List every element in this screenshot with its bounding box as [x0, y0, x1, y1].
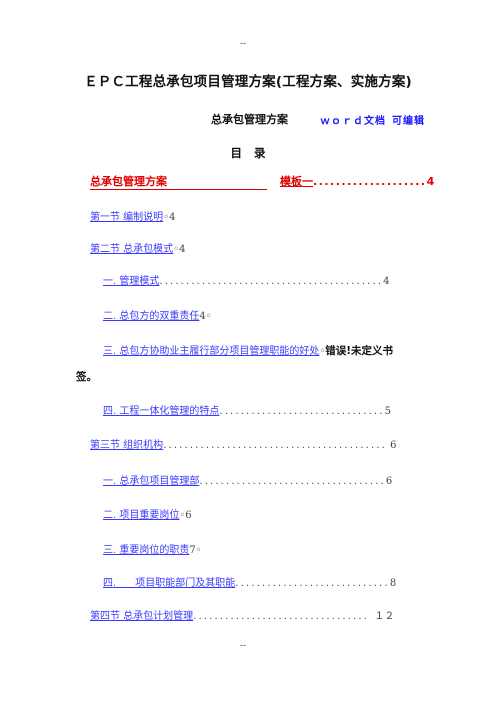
word-document-label: ｗｏｒｄ文档 — [320, 116, 386, 127]
footer-marker: -- — [240, 641, 247, 651]
editable-label: 可编辑 — [392, 116, 425, 127]
toc-entry-page: ◦4 — [173, 244, 186, 255]
toc-entry-dots: ........................................… — [159, 276, 384, 287]
toc-entry-page: 6 — [385, 476, 393, 487]
toc-entry-page: 7◦ — [189, 545, 202, 556]
toc-entry-label[interactable]: 第四节 总承包计划管理 — [90, 611, 194, 622]
template-dots: .................... — [313, 175, 427, 188]
toc-entry-2-4[interactable]: 四. 工程一体化管理的特点...........................… — [103, 402, 391, 417]
toc-entry-section-4[interactable]: 第四节 总承包计划管理.............................… — [90, 607, 394, 622]
toc-red-line-left[interactable]: 总承包管理方案 — [90, 173, 267, 190]
toc-heading: 目录 — [230, 146, 278, 160]
toc-entry-page: 4◦ — [199, 311, 212, 322]
toc-entry-dots: ............................... — [219, 406, 385, 417]
toc-entry-page: １２ — [374, 611, 395, 622]
toc-entry-section-2[interactable]: 第二节 总承包模式◦4 — [90, 240, 185, 255]
toc-entry-3-3[interactable]: 三. 重要岗位的职责7◦ — [103, 541, 202, 556]
toc-entry-2-2[interactable]: 二. 总包方的双重责任4◦ — [103, 307, 212, 322]
toc-entry-3-1[interactable]: 一. 总承包项目管理部.............................… — [103, 472, 392, 487]
template-page: 4 — [426, 175, 435, 188]
toc-entry-2-3[interactable]: 三. 总包方协助业主履行部分项目管理职能的好处◦错误!未定义书 — [103, 342, 393, 358]
toc-entry-page: 5 — [384, 406, 391, 417]
toc-entry-dots: ............................. — [235, 578, 390, 589]
toc-entry-dots: ........................................… — [163, 440, 387, 451]
toc-entry-page: ◦ — [319, 346, 326, 357]
toc-entry-page: 8 — [389, 578, 397, 589]
toc-entry-dots: ................................... — [199, 476, 386, 487]
toc-entry-label[interactable]: 二. 总包方的双重责任 — [103, 311, 200, 322]
toc-entry-2-1[interactable]: 一. 管理模式.................................… — [103, 272, 390, 287]
toc-entry-label[interactable]: 第一节 编制说明 — [90, 212, 164, 223]
toc-entry-section-1[interactable]: 第一节 编制说明◦4 — [90, 208, 175, 223]
toc-entry-page: ◦6 — [179, 510, 192, 521]
word-document-tag: ｗｏｒｄ文档可编辑 — [320, 112, 425, 127]
toc-entry-page: 6 — [387, 440, 397, 451]
toc-entry-page: 4 — [383, 276, 390, 287]
template-label: 模板一 — [280, 175, 313, 188]
toc-red-line-right[interactable]: 模板一....................4 — [280, 173, 446, 189]
toc-entry-label[interactable]: 一. 总承包项目管理部 — [103, 476, 200, 487]
toc-entry-label[interactable]: 四. 项目职能部门及其职能 — [103, 578, 236, 589]
toc-error-text: 错误!未定义书 — [325, 345, 394, 357]
toc-entry-dots: ................................. — [193, 611, 375, 622]
toc-entry-label[interactable]: 第三节 组织机构 — [90, 440, 164, 451]
toc-entry-label[interactable]: 四. 工程一体化管理的特点 — [103, 406, 220, 417]
toc-entry-label[interactable]: 二. 项目重要岗位 — [103, 510, 180, 521]
toc-entry-page: ◦4 — [163, 212, 176, 223]
toc-entry-label[interactable]: 三. 重要岗位的职责 — [103, 545, 190, 556]
document-title: ＥＰＣ工程总承包项目管理方案(工程方案、实施方案) — [84, 74, 412, 90]
toc-entry-label[interactable]: 第二节 总承包模式 — [90, 244, 174, 255]
header-marker: -- — [240, 39, 247, 49]
toc-entry-3-2[interactable]: 二. 项目重要岗位◦6 — [103, 506, 192, 521]
document-subtitle: 总承包管理方案 — [211, 113, 288, 126]
toc-error-continuation: 签。 — [76, 371, 97, 383]
toc-entry-label[interactable]: 三. 总包方协助业主履行部分项目管理职能的好处 — [103, 346, 320, 357]
toc-entry-section-3[interactable]: 第三节 组织机构................................… — [90, 436, 397, 451]
toc-entry-label[interactable]: 一. 管理模式 — [103, 276, 160, 287]
toc-entry-3-4[interactable]: 四. 项目职能部门及其职能...........................… — [103, 574, 396, 589]
